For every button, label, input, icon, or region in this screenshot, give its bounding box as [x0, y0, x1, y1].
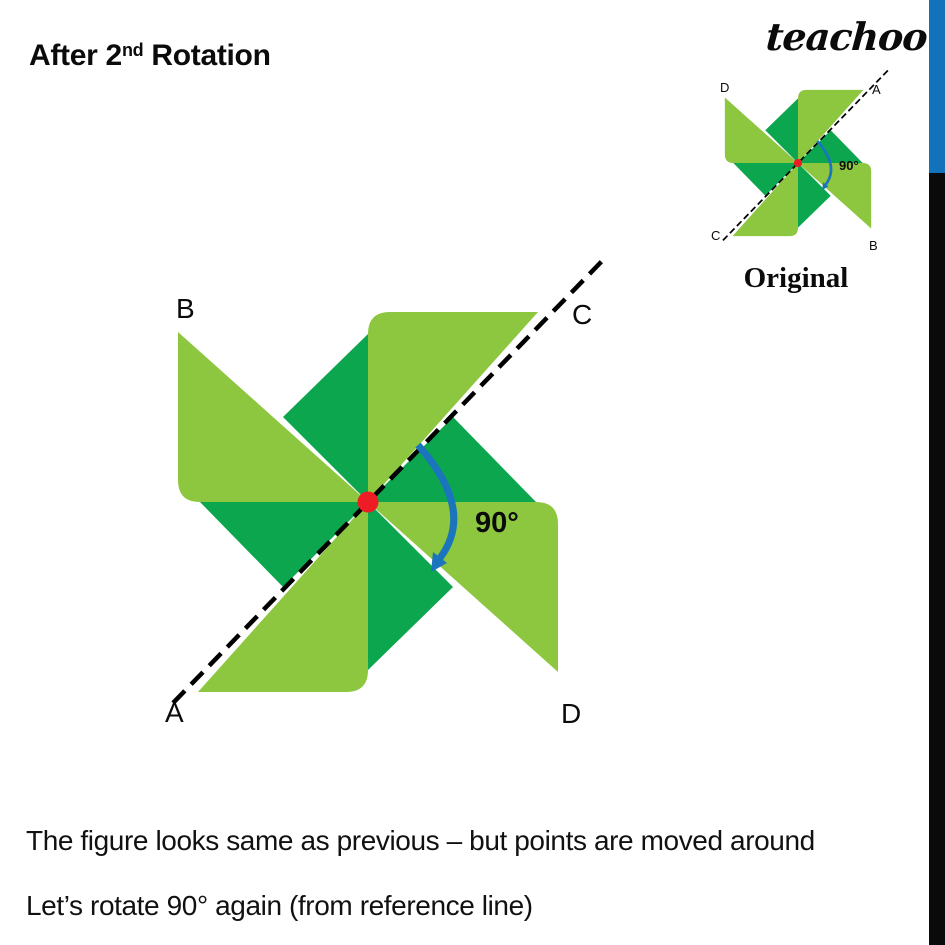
large-corner-label-top-right: C [572, 299, 593, 330]
body-text-line1: The figure looks same as previous – but … [26, 825, 815, 856]
body-text-line2: Let’s rotate 90° again (from reference l… [26, 890, 533, 921]
small-angle-label: 90° [839, 158, 859, 173]
small-corner-label-top-right: A [872, 82, 881, 97]
page-title: After 2nd Rotation [29, 41, 271, 71]
teachoo-logo: teachoo [764, 14, 929, 59]
large-corner-label-top-left: B [176, 293, 195, 324]
title-suffix: Rotation [143, 39, 271, 72]
large-corner-label-bottom-right: D [561, 698, 582, 729]
title-superscript: nd [121, 40, 144, 60]
large-corner-label-bottom-left: A [165, 697, 184, 728]
small-corner-label-top-left: D [720, 80, 730, 95]
pinwheel-large [173, 259, 604, 703]
sidebar-accent-black [929, 173, 945, 945]
small-corner-label-bottom-right: B [869, 238, 878, 253]
large-angle-label: 90° [475, 507, 519, 539]
pinwheel-small [723, 69, 889, 240]
original-caption: Original [743, 262, 849, 294]
small-corner-label-bottom-left: C [711, 228, 721, 243]
title-prefix: After 2 [29, 39, 122, 72]
sidebar-accent-blue [929, 0, 945, 173]
